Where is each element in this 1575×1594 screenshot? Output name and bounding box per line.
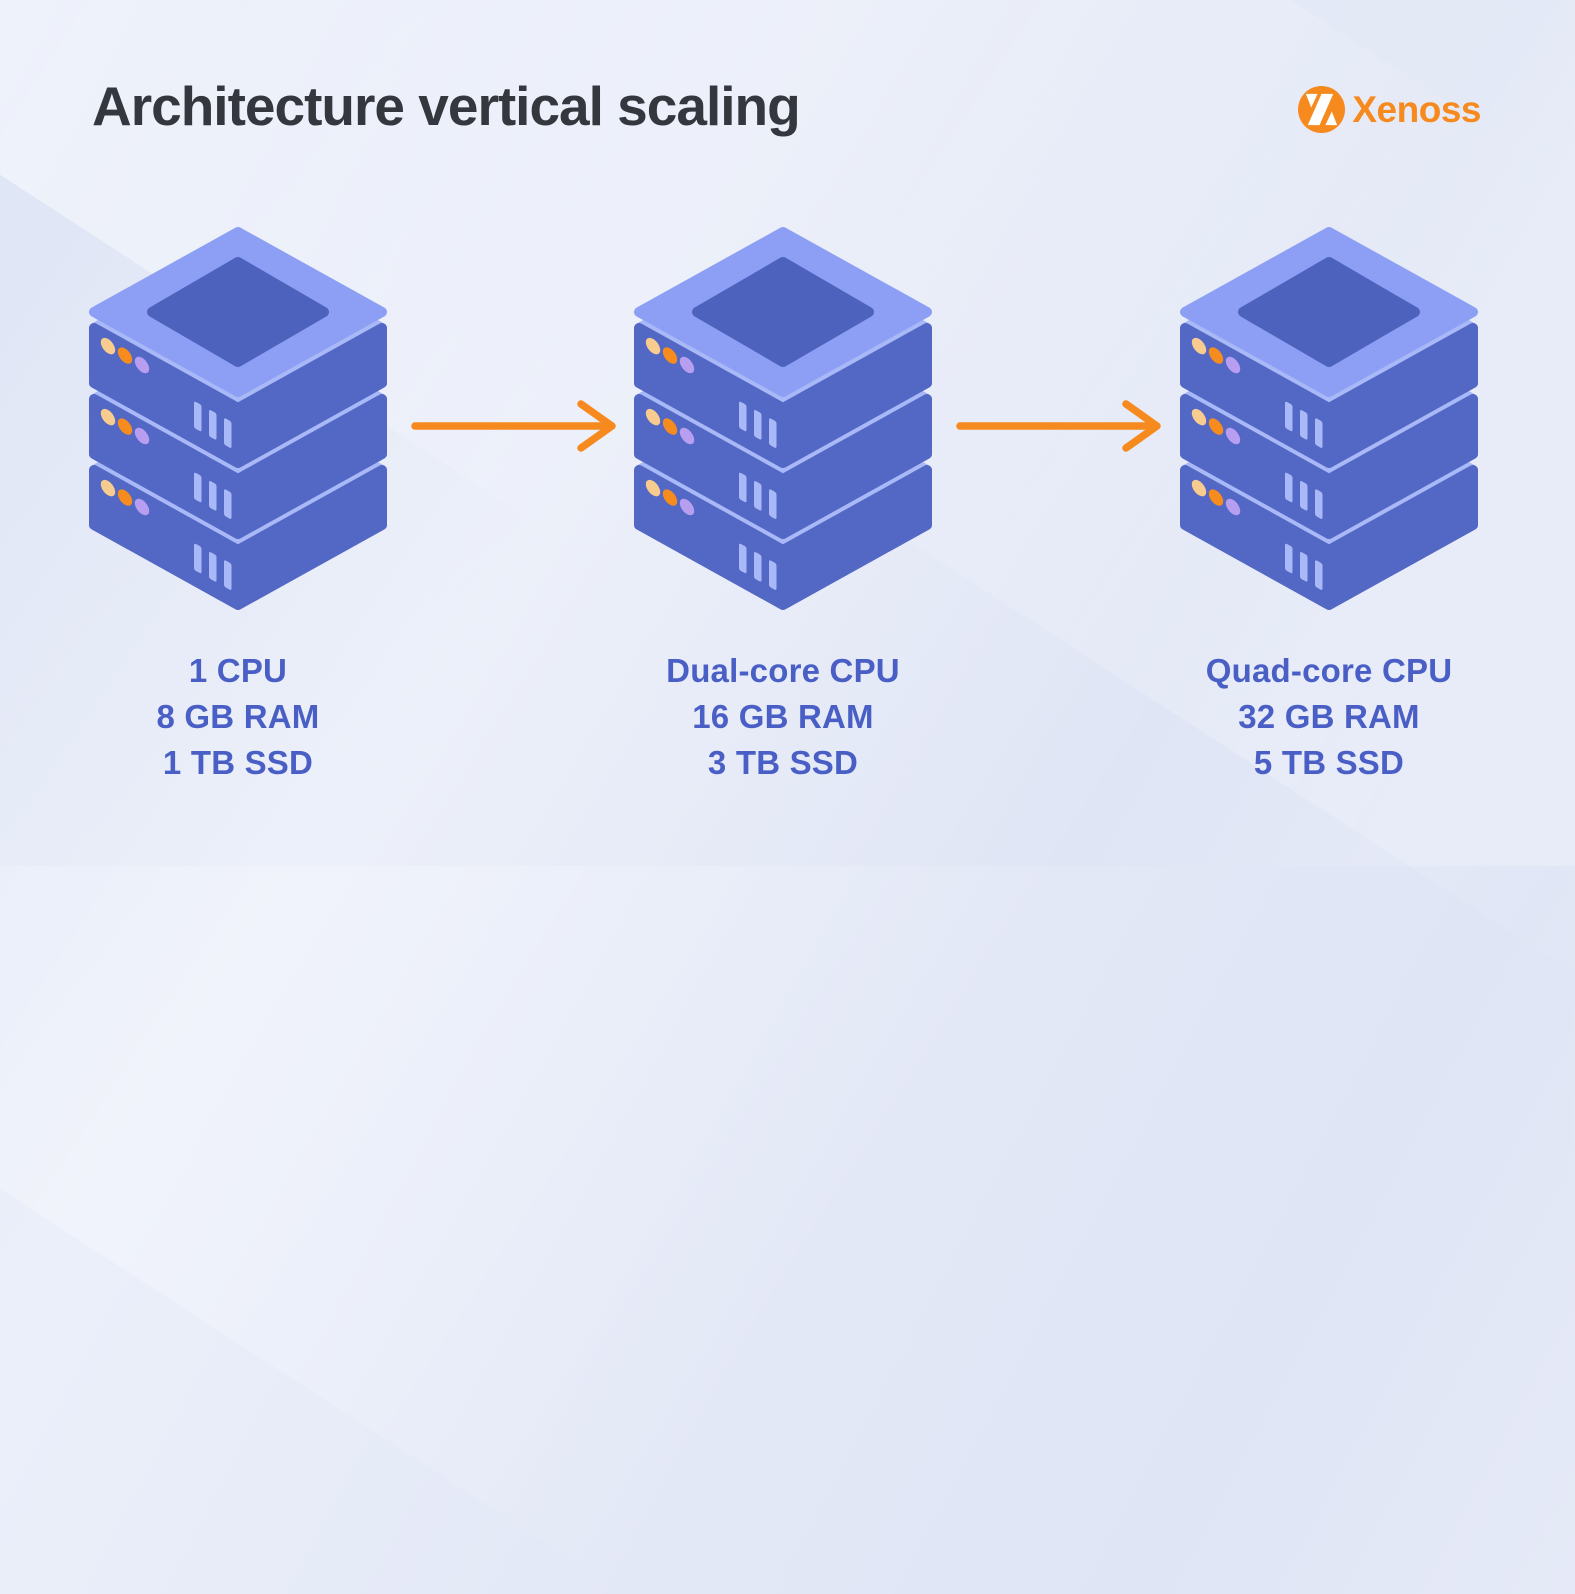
server-stack-icon	[633, 224, 933, 614]
spec-line-cpu: Dual-core CPU	[666, 652, 900, 689]
server-3-specs: Quad-core CPU 32 GB RAM 5 TB SSD	[1159, 648, 1499, 786]
spec-line-ram: 32 GB RAM	[1238, 698, 1420, 735]
server-stack-icon	[88, 224, 388, 614]
spec-line-cpu: Quad-core CPU	[1205, 652, 1453, 689]
spec-line-ram: 16 GB RAM	[692, 698, 874, 735]
logo-text: Xenoss	[1352, 88, 1481, 130]
spec-line-ssd: 3 TB SSD	[707, 744, 859, 781]
arrow-right-icon	[405, 398, 625, 454]
page-title: Architecture vertical scaling	[92, 75, 801, 137]
xenoss-logo-icon	[1298, 86, 1345, 133]
spec-line-ssd: 5 TB SSD	[1253, 744, 1405, 781]
arrow-right-icon	[950, 398, 1170, 454]
server-stack-icon	[1179, 224, 1479, 614]
spec-line-cpu: 1 CPU	[188, 652, 288, 689]
spec-line-ssd: 1 TB SSD	[162, 744, 314, 781]
server-1-specs: 1 CPU 8 GB RAM 1 TB SSD	[68, 648, 408, 786]
xenoss-logo: Xenoss	[1298, 86, 1481, 133]
spec-line-ram: 8 GB RAM	[156, 698, 320, 735]
server-2-specs: Dual-core CPU 16 GB RAM 3 TB SSD	[613, 648, 953, 786]
